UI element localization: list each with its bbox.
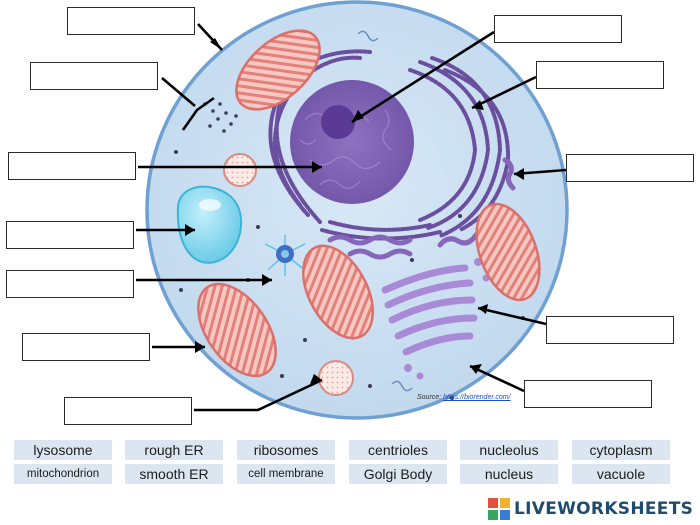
- word-mitochondrion[interactable]: mitochondrion: [14, 464, 112, 484]
- source-link[interactable]: https://biorender.com/: [443, 394, 511, 401]
- label-box-2[interactable]: [30, 62, 158, 90]
- label-box-9[interactable]: [536, 61, 664, 89]
- word-nucleolus[interactable]: nucleolus: [460, 440, 558, 460]
- golgi-body: [381, 264, 478, 356]
- nucleus: [290, 80, 414, 204]
- word-centrioles[interactable]: centrioles: [349, 440, 447, 460]
- brand-name: LIVEWORKSHEETS: [514, 499, 694, 519]
- nucleolus: [321, 105, 355, 139]
- liveworksheets-logo: LIVEWORKSHEETS: [488, 496, 693, 522]
- word-lysosome[interactable]: lysosome: [14, 440, 112, 460]
- label-box-1[interactable]: [67, 7, 195, 35]
- label-box-11[interactable]: [546, 316, 674, 344]
- word-golgi-body[interactable]: Golgi Body: [349, 464, 447, 484]
- label-box-5[interactable]: [6, 270, 134, 298]
- centrioles: [264, 235, 306, 276]
- label-box-3[interactable]: [8, 152, 136, 180]
- lysosome: [318, 360, 354, 396]
- label-box-8[interactable]: [494, 15, 622, 43]
- word-cytoplasm[interactable]: cytoplasm: [572, 440, 670, 460]
- lysosome: [223, 153, 257, 187]
- label-box-12[interactable]: [524, 380, 652, 408]
- word-ribosomes[interactable]: ribosomes: [237, 440, 335, 460]
- word-vacuole[interactable]: vacuole: [572, 464, 670, 484]
- vacuole: [176, 185, 243, 264]
- mitochondria: [197, 29, 541, 378]
- label-box-7[interactable]: [64, 397, 192, 425]
- label-box-6[interactable]: [22, 333, 150, 361]
- word-rough-er[interactable]: rough ER: [125, 440, 223, 460]
- source-prefix: Source:: [417, 394, 444, 401]
- label-box-10[interactable]: [566, 154, 694, 182]
- smooth-er: [327, 157, 516, 260]
- label-box-4[interactable]: [6, 221, 134, 249]
- word-nucleus[interactable]: nucleus: [460, 464, 558, 484]
- word-cell-membrane[interactable]: cell membrane: [237, 464, 335, 484]
- source-credit: Source: https://biorender.com/: [417, 394, 511, 401]
- word-smooth-er[interactable]: smooth ER: [125, 464, 223, 484]
- logo-grid-icon: [488, 498, 510, 520]
